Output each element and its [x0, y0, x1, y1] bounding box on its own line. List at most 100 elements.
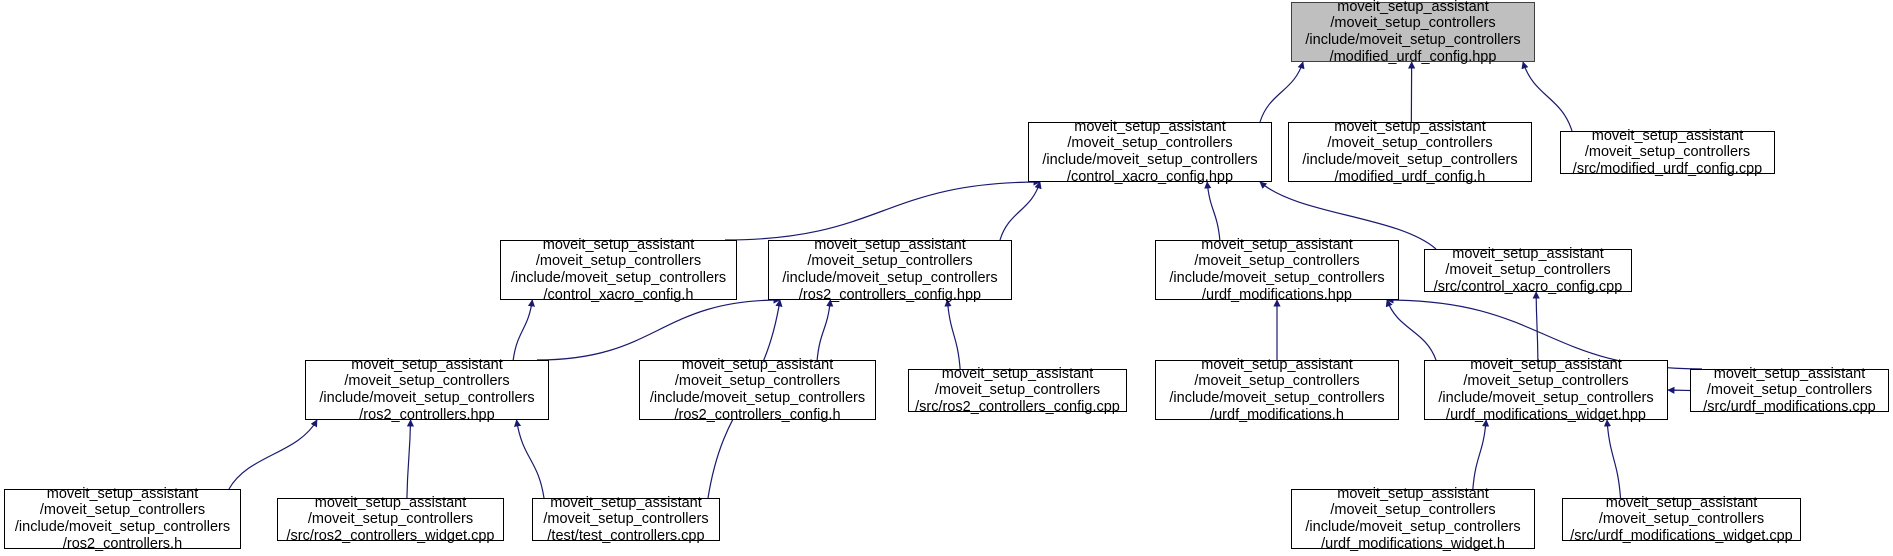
graph-node-line: /src/urdf_modifications_widget.cpp	[1570, 527, 1793, 544]
graph-node-line: /moveit_setup_controllers	[1463, 373, 1629, 390]
graph-node-line: /include/moveit_setup_controllers	[1042, 152, 1258, 168]
graph-node-line: moveit_setup_assistant	[1605, 494, 1758, 511]
graph-node-line: /include/moveit_setup_controllers	[510, 270, 727, 286]
graph-node-line: /include/moveit_setup_controllers	[1305, 519, 1521, 535]
graph-node-line: moveit_setup_assistant	[1201, 356, 1353, 373]
graph-edge-test_test_controllers_cpp-to-ros2_controllers_hpp	[513, 419, 545, 499]
graph-node-line: /ros2_controllers_config.hpp	[798, 286, 982, 303]
graph-node-line: /moveit_setup_controllers	[1330, 15, 1496, 32]
graph-node-control_xacro_config_h[interactable]: moveit_setup_assistant/moveit_setup_cont…	[500, 236, 737, 303]
graph-node-line: /moveit_setup_controllers	[344, 373, 510, 390]
graph-node-line: /moveit_setup_controllers	[674, 373, 841, 390]
graph-node-urdf_modifications_h[interactable]: moveit_setup_assistant/moveit_setup_cont…	[1155, 356, 1399, 423]
graph-edge-ros2_controllers_hpp-to-ros2_controllers_config_hpp	[536, 296, 781, 361]
graph-node-line: moveit_setup_assistant	[1470, 356, 1622, 373]
graph-edge-src_ros2_controllers_config_cpp-to-ros2_controllers_config_hpp	[944, 299, 961, 370]
graph-node-line: /urdf_modifications.hpp	[1202, 286, 1352, 303]
graph-edge-control_xacro_config_hpp-to-modified_urdf_config_hpp	[1259, 61, 1305, 123]
graph-node-line: /src/control_xacro_config.cpp	[1433, 278, 1623, 295]
graph-node-line: /include/moveit_setup_controllers	[1305, 32, 1521, 48]
graph-edge-ros2_controllers_config_hpp-to-control_xacro_config_hpp	[999, 181, 1042, 241]
graph-node-line: /ros2_controllers.h	[62, 535, 183, 552]
graph-node-line: moveit_setup_assistant	[1452, 245, 1604, 262]
graph-node-line: moveit_setup_assistant	[1591, 127, 1744, 144]
graph-node-line: moveit_setup_assistant	[314, 494, 467, 511]
graph-node-ros2_controllers_h[interactable]: moveit_setup_assistant/moveit_setup_cont…	[4, 485, 241, 552]
graph-node-src_urdf_modifications_widget_cpp[interactable]: moveit_setup_assistant/moveit_setup_cont…	[1562, 494, 1801, 544]
graph-node-modified_urdf_config_h[interactable]: moveit_setup_assistant/moveit_setup_cont…	[1288, 118, 1532, 185]
graph-node-line: /moveit_setup_controllers	[1445, 262, 1611, 279]
graph-node-line: moveit_setup_assistant	[1337, 0, 1489, 15]
graph-node-ros2_controllers_config_hpp[interactable]: moveit_setup_assistant/moveit_setup_cont…	[768, 236, 1012, 303]
graph-node-line: /moveit_setup_controllers	[1194, 253, 1360, 270]
graph-node-line: /include/moveit_setup_controllers	[782, 270, 998, 286]
graph-node-line: /moveit_setup_controllers	[1584, 144, 1751, 161]
graph-node-line: /control_xacro_config.h	[543, 286, 694, 303]
graph-node-control_xacro_config_hpp[interactable]: moveit_setup_assistant/moveit_setup_cont…	[1028, 118, 1272, 185]
graph-node-line: moveit_setup_assistant	[46, 485, 199, 502]
graph-node-line: /modified_urdf_config.hpp	[1329, 48, 1497, 65]
graph-node-urdf_modifications_widget_h[interactable]: moveit_setup_assistant/moveit_setup_cont…	[1291, 485, 1535, 552]
graph-node-urdf_modifications_hpp[interactable]: moveit_setup_assistant/moveit_setup_cont…	[1155, 236, 1399, 303]
graph-edge-src_ros2_controllers_widget_cpp-to-ros2_controllers_hpp	[406, 419, 415, 499]
graph-node-line: /moveit_setup_controllers	[807, 253, 973, 270]
graph-node-line: moveit_setup_assistant	[814, 236, 966, 253]
graph-node-src_ros2_controllers_widget_cpp[interactable]: moveit_setup_assistant/moveit_setup_cont…	[277, 494, 504, 544]
graph-edge-urdf_modifications_hpp-to-control_xacro_config_hpp	[1204, 181, 1221, 241]
graph-node-line: /src/ros2_controllers_widget.cpp	[286, 527, 495, 544]
graph-node-line: /moveit_setup_controllers	[1067, 135, 1233, 152]
graph-node-line: /moveit_setup_controllers	[1330, 502, 1496, 519]
graph-node-line: /moveit_setup_controllers	[543, 511, 709, 528]
graph-node-ros2_controllers_hpp[interactable]: moveit_setup_assistant/moveit_setup_cont…	[305, 356, 549, 423]
graph-node-test_test_controllers_cpp[interactable]: moveit_setup_assistant/moveit_setup_cont…	[532, 494, 720, 544]
graph-node-ros2_controllers_config_h[interactable]: moveit_setup_assistant/moveit_setup_cont…	[639, 356, 876, 423]
graph-node-line: /src/modified_urdf_config.cpp	[1572, 160, 1763, 177]
graph-node-line: /modified_urdf_config.h	[1334, 168, 1486, 185]
graph-node-line: /moveit_setup_controllers	[535, 253, 702, 270]
graph-node-line: /test/test_controllers.cpp	[547, 527, 705, 544]
graph-node-line: moveit_setup_assistant	[1337, 485, 1489, 502]
graph-edge-ros2_controllers_config_h-to-ros2_controllers_config_hpp	[816, 299, 834, 361]
graph-edge-ros2_controllers_hpp-to-control_xacro_config_h	[512, 299, 535, 361]
graph-edge-src_urdf_modifications_widget_cpp-to-urdf_modifications_widget_hpp	[1603, 419, 1622, 499]
graph-node-line: /ros2_controllers_config.h	[674, 406, 841, 423]
graph-edge-urdf_modifications_widget_hpp-to-src_control_xacro_config_cpp	[1532, 291, 1540, 361]
graph-edge-ros2_controllers_h-to-ros2_controllers_hpp	[228, 419, 318, 490]
graph-node-line: moveit_setup_assistant	[1713, 365, 1866, 382]
graph-node-line: /moveit_setup_controllers	[934, 382, 1101, 399]
graph-node-line: moveit_setup_assistant	[1334, 118, 1486, 135]
graph-node-line: /moveit_setup_controllers	[39, 502, 206, 519]
graph-node-line: /src/urdf_modifications.cpp	[1703, 398, 1876, 415]
graph-node-line: moveit_setup_assistant	[1074, 118, 1226, 135]
graph-node-line: /include/moveit_setup_controllers	[319, 390, 535, 406]
graph-node-line: /urdf_modifications_widget.hpp	[1446, 406, 1646, 423]
graph-node-line: /urdf_modifications_widget.h	[1321, 535, 1505, 552]
graph-node-line: /moveit_setup_controllers	[1327, 135, 1493, 152]
graph-edge-src_urdf_modifications_cpp-to-urdf_modifications_widget_hpp	[1667, 386, 1691, 394]
graph-node-line: /include/moveit_setup_controllers	[1438, 390, 1654, 406]
graph-node-line: moveit_setup_assistant	[941, 365, 1094, 382]
graph-node-line: /moveit_setup_controllers	[307, 511, 474, 528]
graph-node-src_ros2_controllers_config_cpp[interactable]: moveit_setup_assistant/moveit_setup_cont…	[908, 365, 1127, 415]
graph-node-line: /include/moveit_setup_controllers	[14, 519, 231, 535]
graph-node-urdf_modifications_widget_hpp[interactable]: moveit_setup_assistant/moveit_setup_cont…	[1424, 356, 1668, 423]
graph-node-line: /include/moveit_setup_controllers	[649, 390, 866, 406]
graph-edge-urdf_modifications_widget_h-to-urdf_modifications_widget_hpp	[1472, 419, 1490, 490]
graph-node-src_modified_urdf_config_cpp[interactable]: moveit_setup_assistant/moveit_setup_cont…	[1560, 127, 1775, 177]
graph-node-line: /ros2_controllers.hpp	[359, 406, 495, 423]
graph-node-line: moveit_setup_assistant	[542, 236, 695, 253]
graph-node-line: /moveit_setup_controllers	[1598, 511, 1765, 528]
graph-node-line: /include/moveit_setup_controllers	[1302, 152, 1518, 168]
graph-edge-urdf_modifications_widget_hpp-to-urdf_modifications_hpp	[1385, 299, 1437, 361]
graph-node-src_control_xacro_config_cpp[interactable]: moveit_setup_assistant/moveit_setup_cont…	[1424, 245, 1632, 295]
graph-node-line: moveit_setup_assistant	[1201, 236, 1353, 253]
graph-node-modified_urdf_config_hpp[interactable]: moveit_setup_assistant/moveit_setup_cont…	[1291, 0, 1535, 65]
graph-node-line: /include/moveit_setup_controllers	[1169, 270, 1385, 286]
graph-edge-control_xacro_config_h-to-control_xacro_config_hpp	[724, 178, 1041, 241]
graph-node-line: /src/ros2_controllers_config.cpp	[915, 398, 1120, 415]
graph-node-line: moveit_setup_assistant	[351, 356, 503, 373]
graph-node-src_urdf_modifications_cpp[interactable]: moveit_setup_assistant/moveit_setup_cont…	[1690, 365, 1889, 415]
graph-node-line: moveit_setup_assistant	[681, 356, 834, 373]
graph-node-line: moveit_setup_assistant	[550, 494, 702, 511]
